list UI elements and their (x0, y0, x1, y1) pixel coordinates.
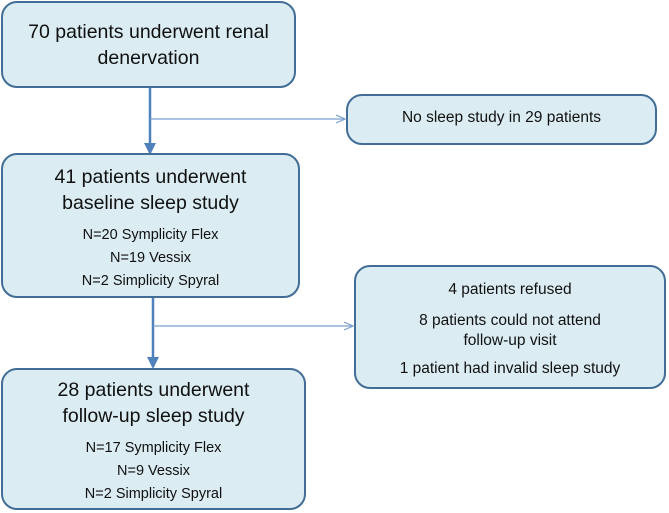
excluded-could-not-attend-line2: follow-up visit (463, 332, 557, 349)
excluded-refused: 4 patients refused (448, 281, 572, 298)
baseline-box: 41 patients underwent baseline sleep stu… (1, 153, 300, 298)
no-sleep-study-box: No sleep study in 29 patients (346, 94, 657, 145)
baseline-device-spyral: N=2 Simplicity Spyral (81, 273, 220, 289)
excluded-could-not-attend-line1: 8 patients could not attend (419, 312, 601, 329)
baseline-title-line2: baseline sleep study (62, 192, 239, 214)
no-sleep-study-text: No sleep study in 29 patients (401, 109, 602, 126)
baseline-device-flex: N=20 Symplicity Flex (82, 227, 219, 243)
excluded-box: 4 patients refused 8 patients could not … (354, 265, 666, 389)
followup-device-flex: N=17 Symplicity Flex (85, 440, 222, 456)
baseline-device-vessix: N=19 Vessix (109, 250, 191, 266)
followup-title-line1: 28 patients underwent (57, 379, 250, 401)
enrolled-title: 70 patients underwent renal denervation (28, 21, 269, 69)
enrolled-box: 70 patients underwent renal denervation (1, 1, 296, 88)
followup-device-vessix: N=9 Vessix (117, 463, 190, 479)
followup-title-line2: follow-up sleep study (62, 405, 245, 427)
followup-device-spyral: N=2 Simplicity Spyral (84, 486, 223, 502)
baseline-title-line1: 41 patients underwent (54, 166, 247, 188)
excluded-invalid-sleep-study: 1 patient had invalid sleep study (399, 360, 621, 377)
followup-box: 28 patients underwent follow-up sleep st… (1, 368, 306, 510)
